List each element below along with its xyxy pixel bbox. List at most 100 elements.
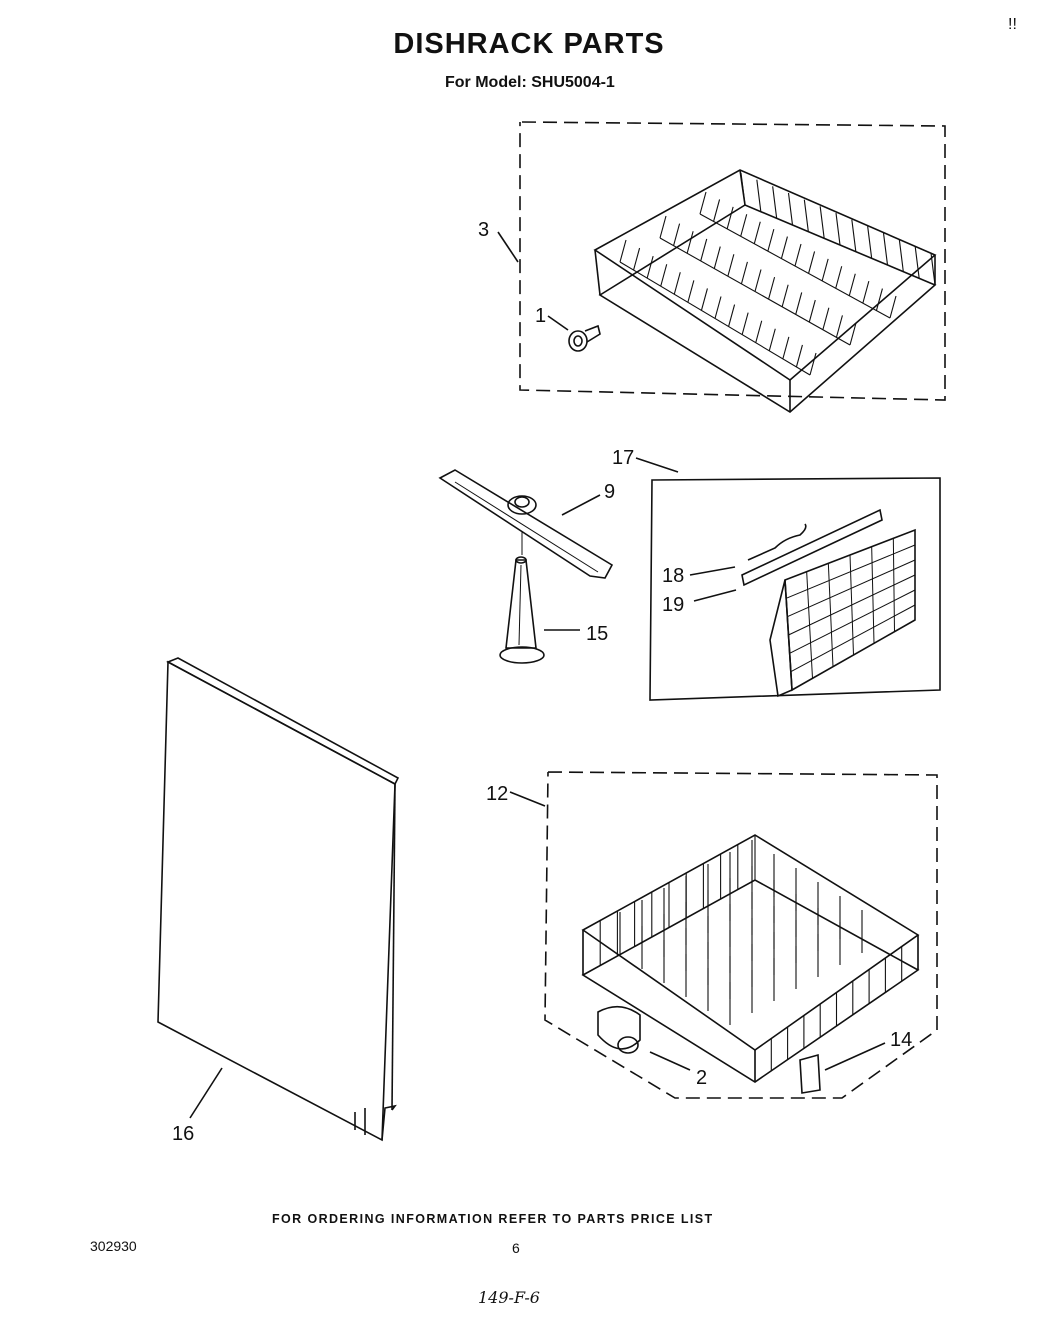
rack-wire xyxy=(726,206,734,230)
rack-wire xyxy=(633,247,641,271)
callout-2: 2 xyxy=(696,1067,707,1089)
leader-line-17 xyxy=(635,457,679,473)
rack-wire xyxy=(867,226,873,259)
rack-wire xyxy=(686,231,694,254)
rack-wire xyxy=(768,328,776,351)
rack-wire xyxy=(646,255,654,279)
rack-wire xyxy=(835,266,843,289)
rack-wire xyxy=(835,315,843,338)
lower-rack-drawing xyxy=(581,834,920,1083)
rack-wire xyxy=(741,312,749,335)
callout-12: 12 xyxy=(486,783,508,805)
roller-drawing xyxy=(597,1005,641,1054)
upper-rack-dashed-box xyxy=(519,121,946,401)
leader-line-3 xyxy=(497,231,519,263)
upper-rack-group: 3 1 xyxy=(478,121,946,413)
upper-rack-drawing xyxy=(593,169,937,413)
handwritten-note: 149-F-6 xyxy=(478,1288,540,1307)
rack-wire xyxy=(740,214,748,237)
rack-wire xyxy=(789,589,916,654)
rack-wire xyxy=(713,199,721,222)
rack-wire xyxy=(740,261,748,285)
rack-wire xyxy=(822,307,830,330)
rack-wire xyxy=(785,544,916,599)
rack-wire xyxy=(787,559,916,618)
callout-14: 14 xyxy=(890,1029,912,1051)
rack-wire xyxy=(714,296,722,319)
callout-1: 1 xyxy=(535,305,546,327)
rack-wire xyxy=(753,221,761,244)
rack-wire xyxy=(713,246,721,269)
lower-rack-group: 12 2 14 xyxy=(486,771,938,1099)
callout-19: 19 xyxy=(662,594,684,616)
rack-wire xyxy=(819,206,825,239)
rack-wire xyxy=(754,269,762,292)
rack-wire xyxy=(619,239,627,263)
panel-group: 16 xyxy=(157,657,400,1145)
page-title: DISHRACK PARTS xyxy=(393,28,665,60)
rack-wire xyxy=(882,232,889,266)
cap-drawing xyxy=(799,1053,821,1094)
rack-wire xyxy=(808,251,816,274)
ordering-note: FOR ORDERING INFORMATION REFER TO PARTS … xyxy=(272,1212,714,1226)
callout-16: 16 xyxy=(172,1123,194,1145)
rack-wire xyxy=(795,344,803,368)
callout-3: 3 xyxy=(478,219,489,241)
leader-line-9 xyxy=(561,494,601,516)
rack-wire xyxy=(699,191,707,215)
rack-wire xyxy=(795,292,803,315)
rack-wire xyxy=(700,288,708,311)
rack-wire xyxy=(687,280,695,303)
rack-wire xyxy=(808,299,816,323)
rack-wire xyxy=(788,574,916,636)
silverware-box xyxy=(649,477,941,701)
rack-wire xyxy=(848,273,856,296)
page-number: 6 xyxy=(512,1240,520,1256)
silverware-basket-drawing xyxy=(769,528,916,698)
rack-wire xyxy=(780,236,788,259)
rack-wire xyxy=(851,219,857,252)
rack-wire xyxy=(740,172,746,206)
panel-drawing xyxy=(157,660,396,1142)
rack-wire xyxy=(755,320,763,343)
corner-mark: !! xyxy=(1008,16,1017,33)
callout-17: 17 xyxy=(612,447,634,469)
rack-wire xyxy=(803,199,809,232)
document-number: 302930 xyxy=(90,1238,137,1254)
spray-arm-group: 9 15 xyxy=(438,469,615,664)
rack-wire xyxy=(889,295,897,319)
leader-line-14 xyxy=(824,1042,886,1071)
callout-9: 9 xyxy=(604,481,615,503)
rack-wire xyxy=(700,238,708,262)
rack-wire xyxy=(794,243,802,267)
rack-wire xyxy=(835,212,841,246)
leader-line-2 xyxy=(649,1051,691,1071)
spray-arm-drawing xyxy=(438,469,614,579)
rack-wire xyxy=(790,604,916,673)
rack-wire xyxy=(772,186,778,219)
rack-wire xyxy=(781,284,789,307)
leader-line-16 xyxy=(189,1067,223,1119)
rack-wire xyxy=(767,228,775,252)
rack-wire xyxy=(727,254,735,277)
rack-wire xyxy=(756,179,762,212)
silverware-group: 17 18 19 xyxy=(612,447,941,701)
model-subtitle: For Model: SHU5004-1 xyxy=(445,74,615,91)
lower-rack-dashed-box xyxy=(544,771,938,1099)
rack-wire xyxy=(875,288,883,311)
rack-wire xyxy=(809,352,817,376)
rack-wire xyxy=(673,272,681,295)
leader-line-1 xyxy=(547,315,569,331)
callout-18: 18 xyxy=(662,565,684,587)
rack-wire xyxy=(728,304,736,327)
rack-wire xyxy=(787,192,794,226)
rack-wire xyxy=(782,336,790,360)
callout-15: 15 xyxy=(586,623,608,645)
leader-line-18 xyxy=(689,566,736,576)
leader-line-19 xyxy=(693,589,737,602)
rack-wire xyxy=(930,252,936,286)
rack-wire xyxy=(768,276,776,300)
rod-drawing xyxy=(741,508,883,587)
leader-line-12 xyxy=(509,791,546,807)
